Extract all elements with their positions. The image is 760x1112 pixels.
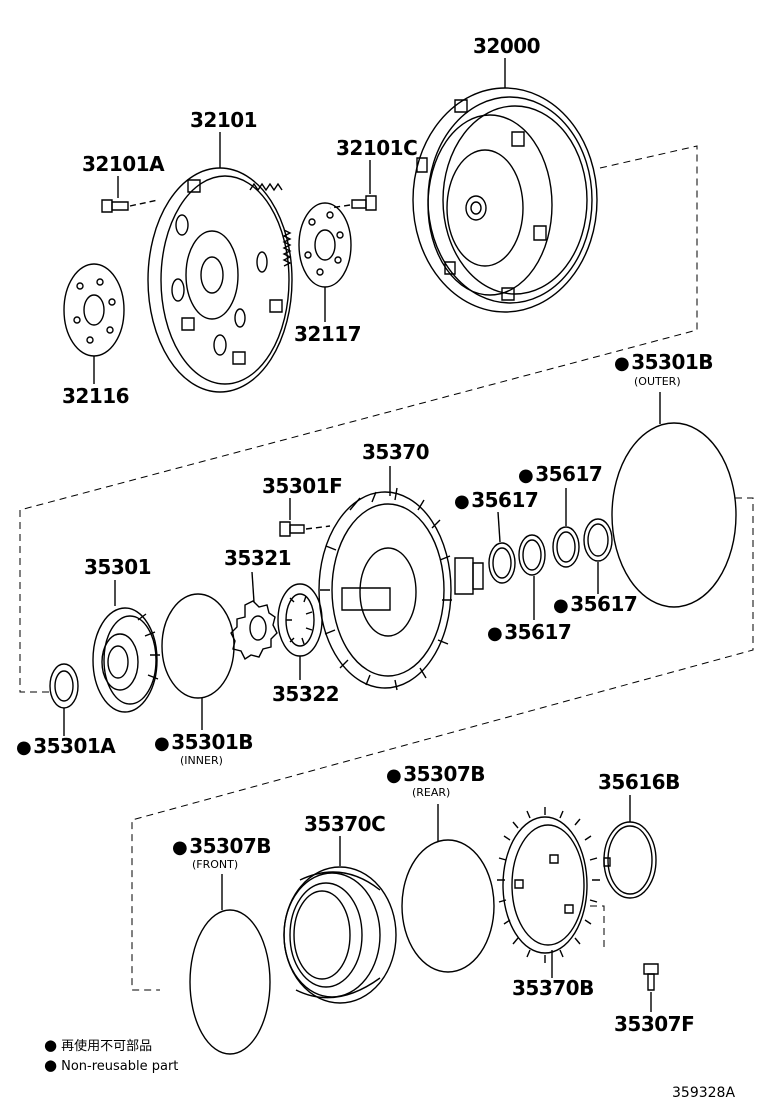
label-35370[interactable]: 35370 xyxy=(362,440,430,464)
label-35617-4[interactable]: 35617 xyxy=(487,620,572,644)
label-32101[interactable]: 32101 xyxy=(190,108,258,132)
bolt-35301F xyxy=(280,498,330,536)
legend-japanese-text: 再使用不可部品 xyxy=(61,1039,153,1054)
label-35301[interactable]: 35301 xyxy=(84,555,152,579)
legend-bullet-icon: ● xyxy=(44,1036,58,1054)
legend-bullet-icon: ● xyxy=(44,1056,58,1074)
seal-ring-35617-4 xyxy=(584,519,612,594)
pump-body-35370C xyxy=(284,836,396,1003)
label-35616B[interactable]: 35616B xyxy=(598,770,680,794)
label-32116[interactable]: 32116 xyxy=(62,384,130,408)
seal-35301A xyxy=(50,664,78,736)
legend-english-text: Non-reusable part xyxy=(61,1059,179,1074)
pump-cover-35301 xyxy=(93,580,160,712)
label-35321[interactable]: 35321 xyxy=(224,546,292,570)
legend-japanese: ●再使用不可部品 xyxy=(44,1035,152,1054)
plate-32116 xyxy=(64,264,124,384)
label-35301F[interactable]: 35301F xyxy=(262,474,343,498)
seal-35307B-rear xyxy=(402,804,494,972)
bolt-35307F xyxy=(644,964,658,1012)
pump-gear-35322 xyxy=(278,584,322,680)
snap-ring-35616B xyxy=(604,795,656,898)
label-35307B-rear-sub: (REAR) xyxy=(412,786,451,799)
label-32000[interactable]: 32000 xyxy=(473,34,541,58)
section-1-outline xyxy=(20,146,697,692)
label-32101C[interactable]: 32101C xyxy=(336,136,418,160)
label-35301B-inner[interactable]: 35301B xyxy=(154,730,253,754)
label-35322[interactable]: 35322 xyxy=(272,682,340,706)
label-35617-2[interactable]: 35617 xyxy=(454,488,539,512)
label-35307F[interactable]: 35307F xyxy=(614,1012,695,1036)
label-35617-3[interactable]: 35617 xyxy=(553,592,638,616)
seal-ring-35617-1 xyxy=(489,512,515,583)
bolt-32101C xyxy=(330,160,376,210)
oil-pump-body-35370 xyxy=(319,466,483,690)
label-35307B-front[interactable]: 35307B xyxy=(172,834,271,858)
label-35370C[interactable]: 35370C xyxy=(304,812,386,836)
label-35307B-rear[interactable]: 35307B xyxy=(386,762,485,786)
seal-35307B-front xyxy=(190,874,270,1054)
stator-plate-35370B xyxy=(497,807,600,978)
label-35301B-inner-sub: (INNER) xyxy=(180,754,223,767)
seal-ring-35617-2 xyxy=(519,535,545,620)
label-35370B[interactable]: 35370B xyxy=(512,976,594,1000)
pump-gear-35321 xyxy=(231,572,277,659)
label-35307B-front-sub: (FRONT) xyxy=(192,858,239,871)
label-32117[interactable]: 32117 xyxy=(294,322,362,346)
bolt-32101A xyxy=(102,176,158,212)
seal-35301B-outer xyxy=(612,392,736,607)
section-3-outline xyxy=(590,906,604,950)
seal-ring-35617-3 xyxy=(553,488,579,567)
seal-35301B-inner xyxy=(162,594,234,730)
section-2-outline xyxy=(132,498,753,990)
label-35617-1[interactable]: 35617 xyxy=(518,462,603,486)
plate-32117 xyxy=(299,203,351,322)
label-35301B-outer-sub: (OUTER) xyxy=(634,375,681,388)
drive-plate-32101 xyxy=(148,132,292,392)
figure-id: 359328A xyxy=(672,1085,736,1101)
label-35301A[interactable]: 35301A xyxy=(16,734,116,758)
torque-converter-32000 xyxy=(413,58,597,312)
legend-english: ●Non-reusable part xyxy=(44,1056,178,1074)
label-32101A[interactable]: 32101A xyxy=(82,152,165,176)
label-35301B-outer[interactable]: 35301B xyxy=(614,350,713,374)
